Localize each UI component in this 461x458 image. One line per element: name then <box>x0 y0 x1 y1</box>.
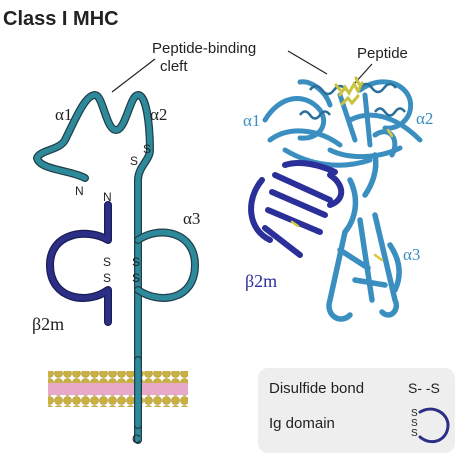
ribbon-alpha1-alpha2-domain <box>262 79 423 168</box>
b2m-label: β2m <box>32 314 64 334</box>
disulfide-s-a3-1: S <box>132 255 140 269</box>
legend-disulfide-symbol: S- -S <box>408 380 440 396</box>
peptide-ribbon <box>334 76 364 106</box>
cleft-label-line2: cleft <box>160 58 188 75</box>
c-terminus: C <box>132 432 141 446</box>
alpha1-label: α1 <box>55 105 72 124</box>
cell-membrane <box>48 371 188 407</box>
alpha3-label: α3 <box>183 209 200 228</box>
n-terminus-heavy: N <box>75 184 84 198</box>
ribbon-alpha3-label: α3 <box>403 245 420 264</box>
disulfide-s-b2m1: S <box>103 255 111 269</box>
ribbon-structure <box>248 76 423 322</box>
n-terminus-b2m: N <box>103 190 112 204</box>
ribbon-b2m-domain <box>248 160 345 258</box>
cleft-pointer-line-right <box>287 50 328 75</box>
disulfide-s-top1: S <box>143 142 151 156</box>
schematic-b2m-chain <box>46 201 112 326</box>
cleft-label-line1: Peptide-binding <box>152 40 256 57</box>
disulfide-s-top2: S <box>130 154 138 168</box>
legend-disulfide-label: Disulfide bond <box>269 380 364 397</box>
legend-ig-label: Ig domain <box>269 415 335 432</box>
schematic-heavy-chain <box>33 91 200 444</box>
peptide-label: Peptide <box>357 45 408 62</box>
legend-ig-s3: S <box>411 428 418 439</box>
figure-title: Class I MHC <box>3 8 119 30</box>
disulfide-s-a3-2: S <box>132 271 140 285</box>
alpha2-label: α2 <box>150 105 167 124</box>
ribbon-b2m-label: β2m <box>245 271 277 291</box>
cleft-pointer-line <box>111 58 156 93</box>
ribbon-alpha3-domain <box>326 152 402 322</box>
ig-domain-icon <box>418 407 450 444</box>
ribbon-alpha2-label: α2 <box>416 109 433 128</box>
ribbon-alpha1-label: α1 <box>243 111 260 130</box>
legend-box: Disulfide bond S- -S Ig domain S S S <box>258 368 455 453</box>
legend-ig-s1: S <box>411 408 418 419</box>
legend-ig-s2: S <box>411 418 418 429</box>
disulfide-s-b2m2: S <box>103 271 111 285</box>
